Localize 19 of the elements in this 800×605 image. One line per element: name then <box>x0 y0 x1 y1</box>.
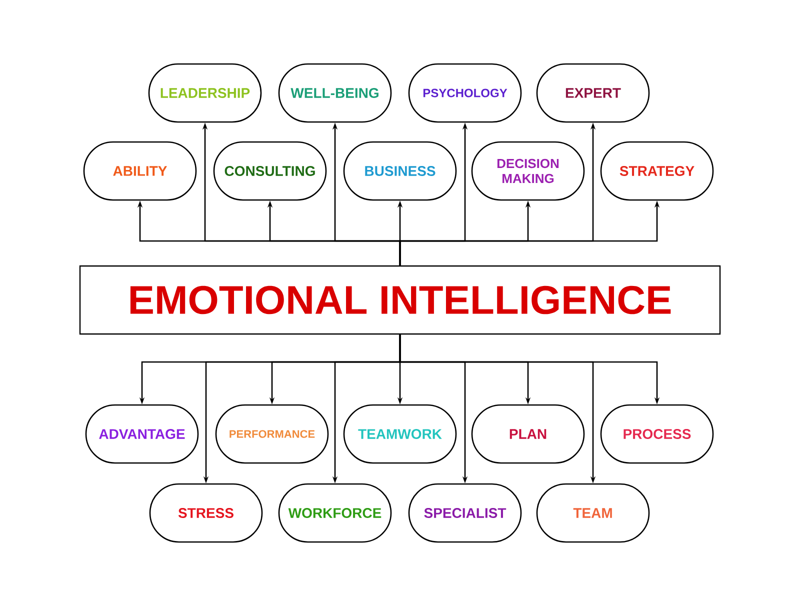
rounded-box: PERFORMANCE <box>215 404 329 464</box>
rounded-box: STRATEGY <box>600 141 714 201</box>
rounded-box: LEADERSHIP <box>148 63 262 123</box>
rounded-box: EXPERT <box>536 63 650 123</box>
rounded-box: DECISION MAKING <box>471 141 585 201</box>
title-box: EMOTIONAL INTELLIGENCE <box>79 265 721 335</box>
rounded-box: BUSINESS <box>343 141 457 201</box>
rounded-box: TEAM <box>536 483 650 543</box>
rounded-box: WORKFORCE <box>278 483 392 543</box>
rounded-box: TEAMWORK <box>343 404 457 464</box>
rounded-box: ABILITY <box>83 141 197 201</box>
rounded-box: PROCESS <box>600 404 714 464</box>
rounded-box: STRESS <box>149 483 263 543</box>
rounded-box: PLAN <box>471 404 585 464</box>
rounded-box: ADVANTAGE <box>85 404 199 464</box>
rounded-box: CONSULTING <box>213 141 327 201</box>
rounded-box: WELL-BEING <box>278 63 392 123</box>
rounded-box: PSYCHOLOGY <box>408 63 522 123</box>
rounded-box: SPECIALIST <box>408 483 522 543</box>
